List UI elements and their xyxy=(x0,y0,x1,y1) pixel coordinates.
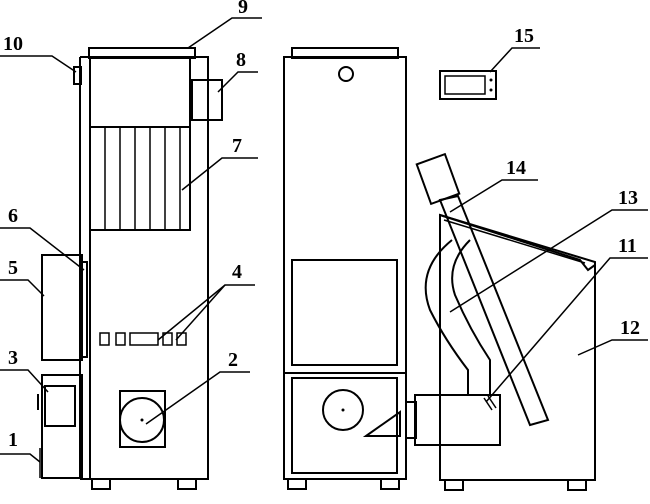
label-11: 11 xyxy=(618,235,637,257)
feed-tube xyxy=(424,239,469,395)
display-panel xyxy=(129,332,159,346)
rear-cabinet-body xyxy=(283,56,407,480)
auger-pipe xyxy=(438,194,550,427)
rear-port xyxy=(322,389,364,431)
foot xyxy=(567,479,587,491)
controller-display xyxy=(439,70,497,100)
rear-unit xyxy=(283,47,407,490)
rear-access-panel xyxy=(291,377,398,474)
rear-top-cover xyxy=(291,47,399,59)
foot xyxy=(287,478,307,490)
label-4: 4 xyxy=(232,261,242,283)
label-8: 8 xyxy=(236,49,246,71)
auger-motor xyxy=(415,152,461,206)
front-unit xyxy=(37,47,223,490)
label-13: 13 xyxy=(618,187,638,209)
burner-port xyxy=(119,397,165,443)
smoke-outlet xyxy=(191,79,223,121)
ash-drawer xyxy=(41,374,83,479)
label-9: 9 xyxy=(238,0,248,18)
foot xyxy=(177,478,197,490)
side-door xyxy=(41,254,83,361)
foot xyxy=(444,479,464,491)
leader-lines xyxy=(0,17,648,478)
label-7: 7 xyxy=(232,135,242,157)
hopper-lid xyxy=(439,214,596,272)
label-6: 6 xyxy=(8,205,18,227)
labels: 1 2 3 4 5 6 7 8 9 10 11 12 13 14 15 xyxy=(3,0,640,451)
side-knob xyxy=(73,66,82,85)
label-1: 1 xyxy=(8,429,18,451)
pellet-hopper xyxy=(439,213,596,481)
label-2: 2 xyxy=(228,349,238,371)
rear-panel xyxy=(291,259,398,366)
label-3: 3 xyxy=(8,347,18,369)
controller-screen xyxy=(444,75,486,95)
top-compartment xyxy=(89,56,191,128)
label-15: 15 xyxy=(514,25,534,47)
ash-drawer-handle xyxy=(44,385,76,427)
label-14: 14 xyxy=(506,157,526,179)
indicator-light xyxy=(99,332,110,346)
indicator-light xyxy=(115,332,126,346)
foot xyxy=(91,478,111,490)
door-handle xyxy=(81,261,88,358)
label-5: 5 xyxy=(8,257,18,279)
rear-vent xyxy=(338,66,354,82)
label-10: 10 xyxy=(3,33,23,55)
feed-chute xyxy=(362,410,401,437)
heat-exchanger xyxy=(89,126,191,231)
label-12: 12 xyxy=(620,317,640,339)
hopper-unit xyxy=(405,70,596,491)
foot xyxy=(380,478,400,490)
